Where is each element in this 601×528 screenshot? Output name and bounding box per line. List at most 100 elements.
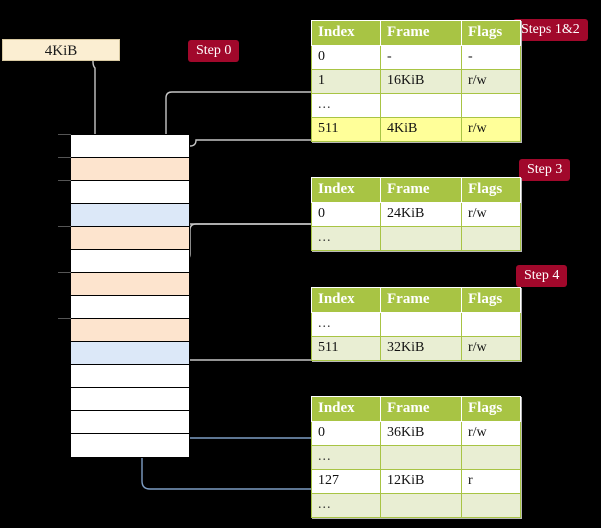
memory-row [71, 434, 189, 457]
memory-row [71, 250, 189, 273]
column-header-frame: Frame [380, 287, 462, 313]
memory-row [71, 204, 189, 227]
table-cell-frame [380, 312, 462, 337]
table-cell-flags: - [461, 45, 521, 70]
badge-steps-1-2: Steps 1&2 [513, 19, 588, 41]
table-cell-index: ... [311, 93, 381, 118]
column-header-flags: Flags [461, 177, 521, 203]
column-header-index: Index [311, 20, 381, 46]
column-header-flags: Flags [461, 287, 521, 313]
memory-row-tick [58, 318, 71, 319]
table-cell-frame: 32KiB [380, 336, 462, 361]
table-cell-frame [380, 93, 462, 118]
physical-memory-column [70, 134, 190, 458]
badge-step-3: Step 3 [519, 159, 571, 181]
memory-row [71, 411, 189, 434]
table-row: ... [311, 93, 521, 118]
table-cell-index: 127 [311, 469, 381, 494]
memory-row-tick [58, 272, 71, 273]
column-header-flags: Flags [461, 20, 521, 46]
ellipsis: ... [318, 230, 332, 245]
table-cell-flags [461, 226, 521, 251]
column-header-frame: Frame [380, 177, 462, 203]
memory-row [71, 319, 189, 342]
table-cell-index: 1 [311, 69, 381, 94]
table-cell-frame [380, 226, 462, 251]
table-cell-index: ... [311, 493, 381, 518]
ellipsis: ... [318, 316, 332, 331]
column-header-frame: Frame [380, 396, 462, 422]
table-cell-flags [461, 93, 521, 118]
table-cell-flags: r/w [461, 117, 521, 142]
ellipsis: ... [318, 497, 332, 512]
memory-row [71, 388, 189, 411]
table-cell-frame [380, 493, 462, 518]
table-cell-index: 0 [311, 202, 381, 227]
column-header-index: Index [311, 177, 381, 203]
memory-row [71, 135, 189, 158]
memory-row [71, 158, 189, 181]
memory-row [71, 342, 189, 365]
memory-row [71, 227, 189, 250]
memory-row-tick [58, 226, 71, 227]
table-cell-flags [461, 493, 521, 518]
memory-row-tick [58, 180, 71, 181]
table-row: 0-- [311, 45, 521, 70]
badge-step-4: Step 4 [516, 265, 568, 287]
ellipsis: ... [318, 449, 332, 464]
table-cell-frame: 16KiB [380, 69, 462, 94]
table-cell-index: 511 [311, 336, 381, 361]
table-cell-frame: 4KiB [380, 117, 462, 142]
badge-step-0: Step 0 [188, 40, 240, 62]
table-cell-index: 511 [311, 117, 381, 142]
table-cell-index: ... [311, 226, 381, 251]
memory-row [71, 181, 189, 204]
table-cell-flags [461, 445, 521, 470]
table-cell-index: 0 [311, 421, 381, 446]
table-cell-index: ... [311, 312, 381, 337]
table-cell-flags: r/w [461, 202, 521, 227]
ellipsis: ... [318, 97, 332, 112]
column-header-index: Index [311, 396, 381, 422]
source-frame-label: 4KiB [44, 43, 78, 59]
memory-row [71, 273, 189, 296]
table-row: ... [311, 445, 521, 470]
table-cell-flags: r/w [461, 336, 521, 361]
table-cell-frame: 12KiB [380, 469, 462, 494]
source-frame-box: 4KiB [2, 39, 120, 61]
table-row: ... [311, 226, 521, 251]
table-cell-frame [380, 445, 462, 470]
table-cell-flags: r/w [461, 421, 521, 446]
column-header-flags: Flags [461, 396, 521, 422]
table-row: ... [311, 493, 521, 518]
table-cell-flags: r/w [461, 69, 521, 94]
table-cell-flags: r [461, 469, 521, 494]
memory-row-tick [58, 157, 71, 158]
memory-row [71, 365, 189, 388]
memory-row [71, 296, 189, 319]
table-cell-frame: 36KiB [380, 421, 462, 446]
table-cell-frame: - [380, 45, 462, 70]
column-header-index: Index [311, 287, 381, 313]
table-cell-index: ... [311, 445, 381, 470]
memory-row-tick [58, 134, 71, 135]
column-header-frame: Frame [380, 20, 462, 46]
table-row: ... [311, 312, 521, 337]
table-cell-index: 0 [311, 45, 381, 70]
table-cell-flags [461, 312, 521, 337]
